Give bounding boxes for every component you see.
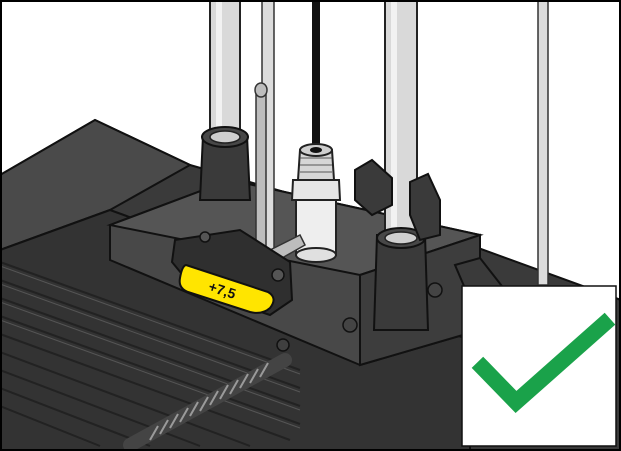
rear-bracket <box>354 158 393 217</box>
guide-rod-thin <box>537 0 549 286</box>
rear-bracket <box>409 172 441 242</box>
cable <box>312 0 320 150</box>
cable-end-fitting <box>290 143 342 263</box>
guide-rod-left <box>198 0 252 201</box>
spring <box>123 353 292 451</box>
correct-indicator <box>461 285 617 447</box>
selector-pin: +7,5 <box>170 228 294 317</box>
hex-key-icon <box>254 82 306 265</box>
screw <box>342 317 358 333</box>
screw <box>427 282 443 298</box>
screw <box>276 338 290 352</box>
checkmark-icon <box>471 312 616 414</box>
